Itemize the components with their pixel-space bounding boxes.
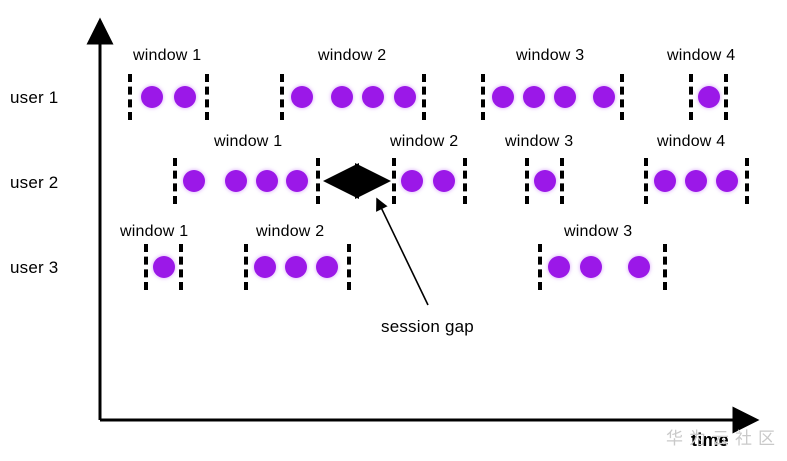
x-axis-label: time <box>691 430 729 450</box>
session-gap-pointer <box>376 197 429 306</box>
session-gap-label: session gap <box>381 317 474 336</box>
watermark: 华为云社区 <box>666 429 781 449</box>
